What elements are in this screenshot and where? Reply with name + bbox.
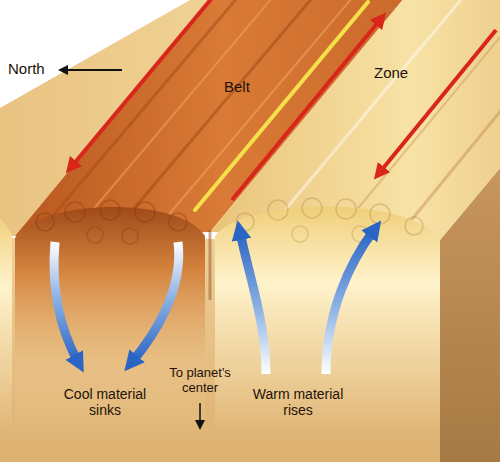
zone-streaks	[270, 0, 500, 234]
streak	[120, 0, 340, 225]
cell	[36, 213, 54, 231]
band-name: Belt	[224, 78, 254, 95]
band-node: Zone	[372, 62, 415, 83]
streak	[340, 0, 500, 230]
wind-arrow	[380, 30, 496, 172]
sinking-arrow	[54, 242, 78, 362]
zone-cross-section	[0, 213, 12, 462]
annotation-label: To planet's center	[162, 366, 238, 396]
jet-stream-line	[195, 2, 368, 210]
trough-shadow	[209, 230, 212, 300]
annotation-label: North	[8, 60, 45, 77]
cell	[370, 204, 390, 224]
north-arrow	[64, 69, 122, 71]
cell	[292, 226, 308, 242]
background	[0, 0, 190, 108]
wind-arrow	[232, 20, 380, 200]
band-name: Zone	[374, 64, 413, 81]
cell	[405, 217, 423, 235]
streak	[400, 0, 500, 234]
cell	[122, 228, 138, 244]
cell	[336, 199, 356, 219]
wind-arrow	[72, 0, 212, 166]
cell	[135, 202, 155, 222]
sinking-arrow	[132, 242, 179, 362]
streak	[160, 0, 380, 225]
cell	[169, 213, 187, 231]
cell	[236, 213, 254, 231]
annotation-label: Warm material rises	[248, 386, 348, 418]
band-node: Belt	[222, 76, 256, 97]
center-arrow	[199, 403, 201, 424]
cell	[65, 202, 85, 222]
zone-top	[210, 0, 500, 240]
annotation-label: Cool material sinks	[57, 386, 153, 418]
belt-cross-section	[15, 207, 205, 462]
zone-cross-section	[215, 206, 440, 462]
rising-arrow	[240, 232, 266, 374]
cell	[302, 198, 322, 218]
cell	[87, 227, 103, 243]
cell	[100, 200, 120, 220]
cell	[268, 200, 288, 220]
rising-arrow	[326, 230, 374, 374]
